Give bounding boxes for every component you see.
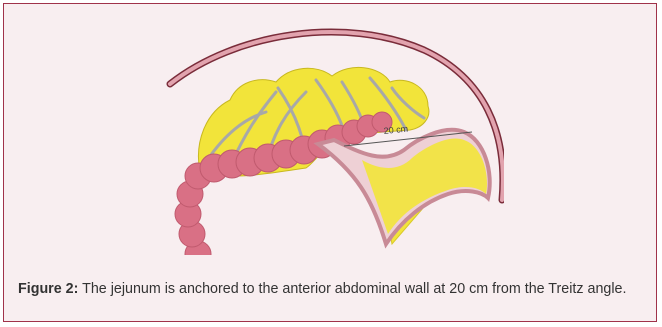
jejunum-anchoring-illustration: 20 cm <box>166 22 504 255</box>
caption-text: The jejunum is anchored to the anterior … <box>78 281 626 297</box>
caption-label: Figure 2: <box>18 281 78 297</box>
figure-caption: Figure 2: The jejunum is anchored to the… <box>18 280 650 299</box>
measurement-label: 20 cm <box>383 123 408 136</box>
figure-box: 20 cm Figure 2: The jejunum is anchored … <box>3 3 657 322</box>
